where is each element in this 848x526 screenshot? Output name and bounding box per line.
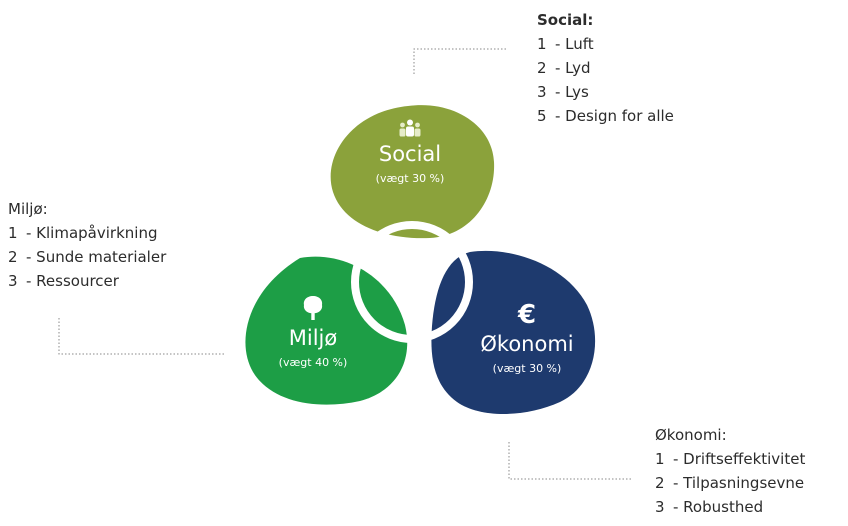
item-text: - Luft [555,35,594,53]
item-text: - Tilpasningsevne [673,474,805,492]
list-item: 3 - Ressourcer [8,269,166,293]
item-text: - Sunde materialer [26,248,167,266]
item-number: 1 [655,450,665,468]
okonomi-list-heading: Økonomi: [655,426,727,444]
list-item: 1 - Luft [537,32,674,56]
item-number: 1 [537,35,547,53]
miljo-list-heading: Miljø: [8,200,48,218]
item-number: 2 [537,59,547,77]
list-item: 2 - Lyd [537,56,674,80]
item-number: 2 [655,474,665,492]
okonomi-criteria-list: Økonomi: 1 - Driftseffektivitet 2 - Tilpas… [655,423,805,519]
item-number: 3 [655,498,665,516]
list-item: 1 - Klimapåvirkning [8,221,166,245]
list-item: 2 - Tilpasningsevne [655,471,805,495]
list-item: 3 - Lys [537,80,674,104]
item-text: - Lys [555,83,589,101]
item-number: 3 [537,83,547,101]
social-blob [330,105,495,239]
connector-okonomi [508,442,632,480]
social-list-heading: Social: [537,11,594,29]
miljo-blob [245,256,408,405]
item-text: - Lyd [555,59,591,77]
item-text: - Klimapåvirkning [26,224,158,242]
list-item: 2 - Sunde materialer [8,245,166,269]
list-item: 5 - Design for alle [537,104,674,128]
item-number: 1 [8,224,18,242]
item-text: - Robusthed [673,498,764,516]
connector-miljo [58,318,225,355]
social-criteria-list: Social: 1 - Luft 2 - Lyd 3 - Lys 5 - Design … [537,8,674,128]
list-item: 3 - Robusthed [655,495,805,519]
item-text: - Driftseffektivitet [673,450,806,468]
item-number: 3 [8,272,18,290]
miljo-criteria-list: Miljø: 1 - Klimapåvirkning 2 - Sunde mater… [8,197,166,293]
list-item: 1 - Driftseffektivitet [655,447,805,471]
item-text: - Ressourcer [26,272,119,290]
item-number: 5 [537,107,547,125]
item-text: - Design for alle [555,107,674,125]
connector-social [413,48,508,74]
item-number: 2 [8,248,18,266]
okonomi-blob [431,250,596,414]
overlap-ring [351,221,473,343]
